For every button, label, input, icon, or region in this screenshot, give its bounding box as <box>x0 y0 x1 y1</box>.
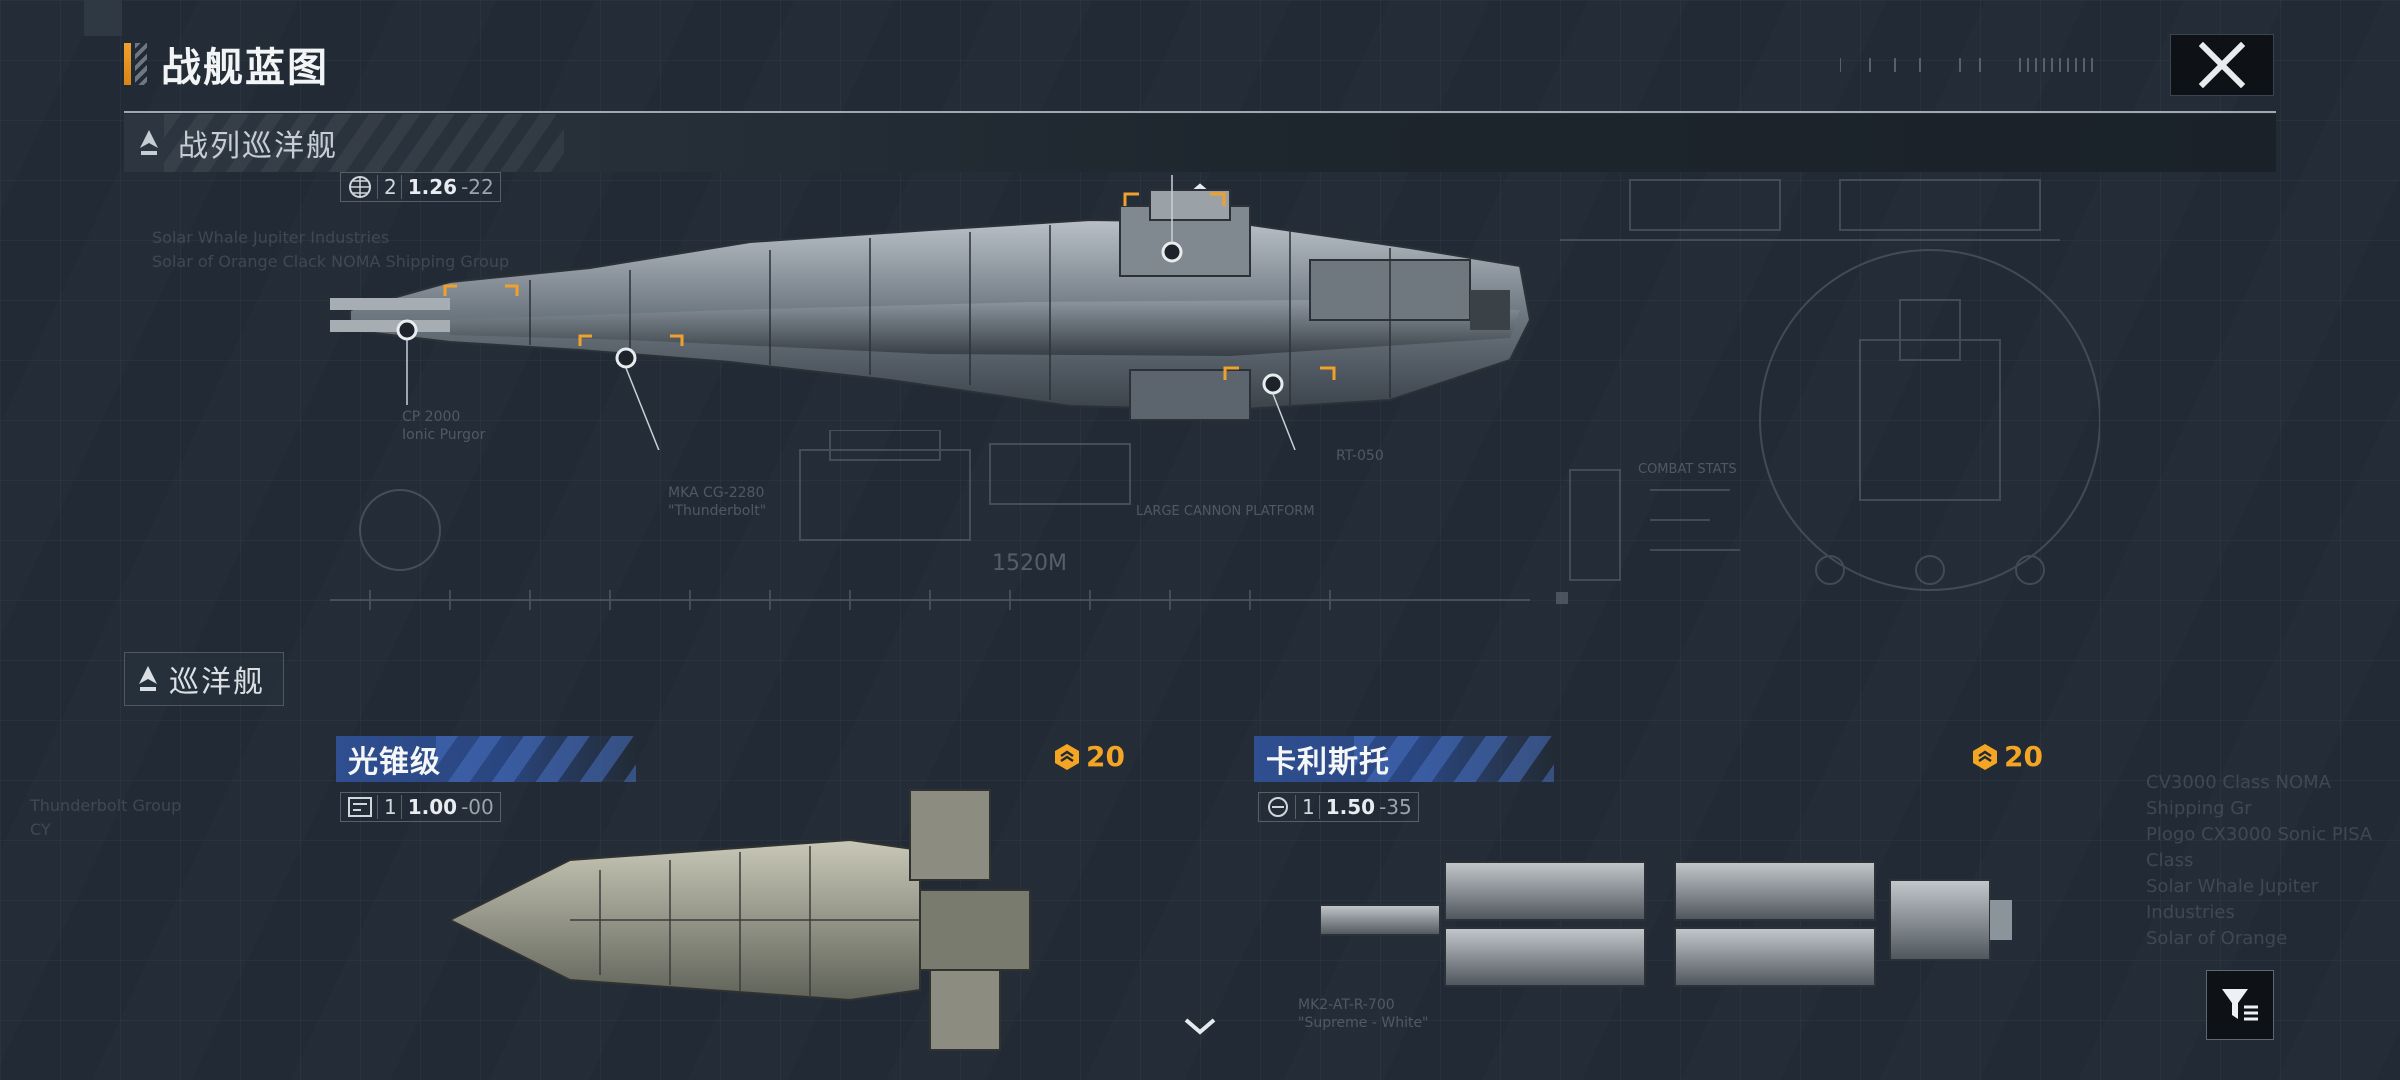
filter-button[interactable] <box>2206 970 2274 1040</box>
callout-label: RT-050 <box>1336 448 1384 464</box>
section-header-cruiser[interactable]: 巡洋舰 <box>124 652 284 706</box>
ship-class-icon <box>140 130 158 155</box>
blueprint-schematic-bottom <box>330 430 1568 610</box>
manufacturer-icon <box>1268 797 1288 817</box>
ship-card-header[interactable]: 卡利斯托 <box>1254 736 1554 782</box>
manufacturer-icon <box>348 797 372 817</box>
command-point-icon <box>1973 743 1997 770</box>
cruiser-illustration-lightcone[interactable] <box>450 780 1040 1060</box>
ship-name: 光锥级 <box>348 745 441 780</box>
ship-code-tag: 2 1.26 -22 <box>340 172 501 202</box>
globe-icon <box>349 176 371 198</box>
close-icon <box>2199 42 2245 88</box>
title-hatch <box>135 43 147 85</box>
ship-class-icon <box>139 666 157 691</box>
callout-label: LARGE CANNON PLATFORM <box>1136 504 1315 519</box>
ship-name: 卡利斯托 <box>1266 745 1390 780</box>
title-accent-bar <box>124 43 131 85</box>
section-header-battlecruiser[interactable]: 战列巡洋舰 <box>124 114 2276 172</box>
scroll-down-arrow-icon[interactable] <box>1180 1016 1220 1040</box>
callout-label: MKA CG-2280 "Thunderbolt" <box>668 485 767 519</box>
blueprint-schematic-right <box>1560 179 2100 591</box>
filter-icon <box>2222 989 2258 1021</box>
ship-code-tag: 1 1.00 -00 <box>340 792 501 822</box>
section-hatch <box>164 114 564 172</box>
top-tick-decoration <box>1840 58 2093 72</box>
ship-card-header[interactable]: 光锥级 <box>336 736 636 782</box>
ship-code-tag: 1 1.50 -35 <box>1258 792 1419 822</box>
header-hatch <box>1354 736 1554 782</box>
header-hatch <box>436 736 636 782</box>
manufacturer-watermark: Solar Whale Jupiter Industries Solar of … <box>152 228 510 271</box>
ship-cost: 20 <box>1052 740 1125 773</box>
page-title: 战舰蓝图 <box>124 40 329 91</box>
cruiser-illustration-callisto[interactable] <box>1320 850 2020 990</box>
ship-length-label: 1520M <box>992 551 1067 576</box>
ship-cost: 20 <box>1970 740 2043 773</box>
callout-label: CP 2000 Ionic Purgor <box>402 409 486 443</box>
callout-label: COMBAT STATS <box>1638 462 1737 477</box>
header-divider <box>124 111 2276 113</box>
section-label: 巡洋舰 <box>169 665 265 700</box>
watermark-right: CV3000 Class NOMA Shipping Gr Plogo CX30… <box>2146 772 2373 949</box>
close-button[interactable] <box>2170 34 2274 96</box>
watermark-left: Thunderbolt Group CY <box>30 796 182 839</box>
section-label: 战列巡洋舰 <box>178 129 338 164</box>
page-title-text: 战舰蓝图 <box>161 45 329 91</box>
callout-label: MK2-AT-R-700 "Supreme - White" <box>1298 997 1429 1031</box>
corner-decoration <box>84 0 122 36</box>
battlecruiser-illustration[interactable] <box>330 170 1550 450</box>
command-point-icon <box>1055 743 1079 770</box>
